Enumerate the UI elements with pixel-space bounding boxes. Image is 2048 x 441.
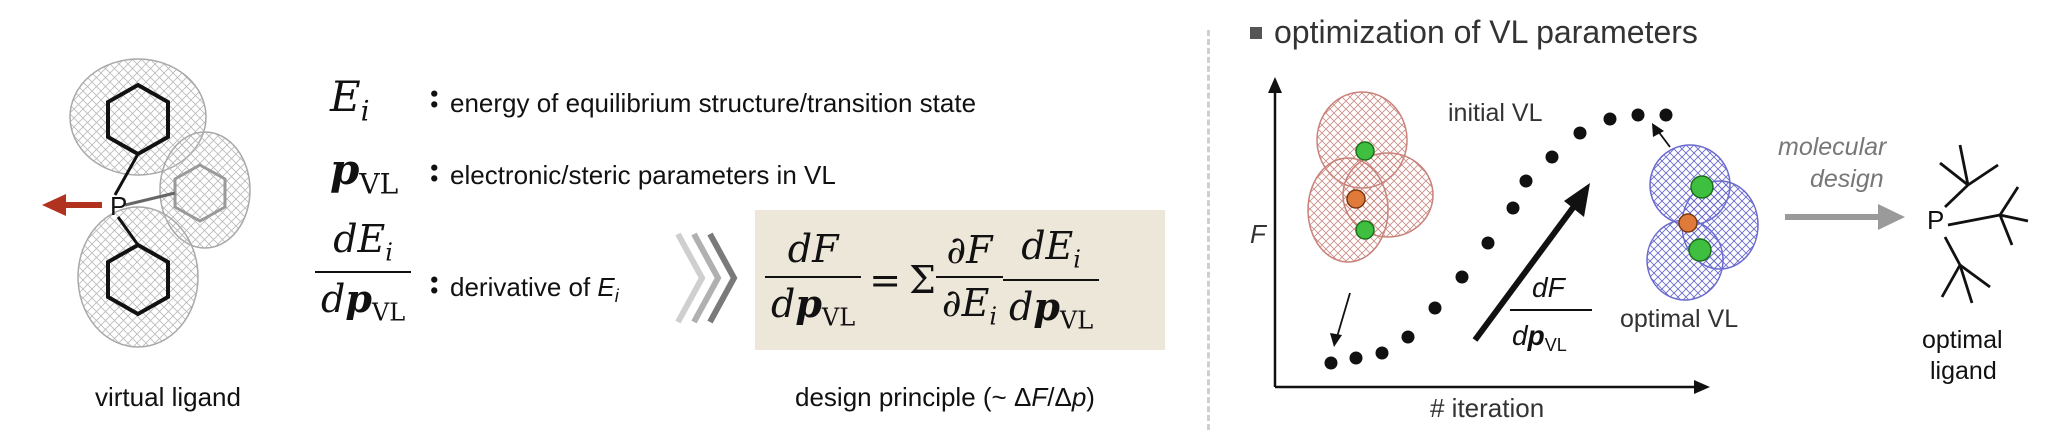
iteration-dot [1428,301,1442,315]
molecular-design-label-1: molecular [1778,133,1888,161]
derivative-fraction: dEi dpVL [315,217,412,327]
iteration-dot [1573,126,1587,140]
iteration-dot [1631,108,1645,122]
chevron-arrows-icon [675,232,738,324]
optimal-ligand-caption-2: ligand [1930,357,1997,385]
symbol-p-vl: pVL [330,145,399,201]
mesh-lobe-bottom [77,206,199,348]
symbol-e-i: Ei [330,72,370,128]
panel-divider [1207,30,1210,430]
optimal-vl-label: optimal VL [1620,305,1738,333]
initial-vl-lobe-right [1342,152,1434,238]
end-pointer-arrowhead [1652,123,1664,137]
iteration-dot [1603,112,1617,126]
y-axis-label: F [1250,219,1268,249]
definition-parameters: electronic/steric parameters in VL [450,160,836,190]
initial-green-atom-2 [1355,220,1375,240]
mesh-lobe-top [69,58,207,176]
start-pointer-arrow [1336,292,1351,338]
bullet-square-icon [1250,26,1262,39]
phenyl-ring-right [173,163,227,223]
optimization-title: optimization of VL parameters [1250,14,1698,51]
svg-text:dpVL: dpVL [1512,320,1567,355]
gradient-arrow-shaft [1472,203,1578,342]
phenyl-ring-bottom [106,242,170,317]
optimization-plot: F # iteration initial VL dF dpVL [1250,77,2029,423]
initial-vl-label: initial VL [1448,99,1543,127]
symbol-f: F [812,227,839,272]
iteration-dot [1506,201,1520,215]
iteration-dot [1349,351,1363,365]
design-principle-equation: dF dpVL = Σ ∂F ∂Ei dEi dpVL [765,220,1100,340]
atom-p-right: P [1927,205,1944,235]
colon-2: : [428,150,441,190]
optimal-green-atom-1 [1690,175,1714,199]
iteration-dot [1481,236,1495,250]
optimal-center-atom [1678,213,1698,233]
design-principle-caption: design principle (~ ΔF/Δp) [795,382,1095,412]
gradient-arrow-head [1564,183,1590,217]
iteration-dot [1545,150,1559,164]
end-pointer-arrow [1657,130,1671,148]
y-axis-arrowhead [1268,77,1282,93]
definition-derivative: derivative of Ei [450,272,619,307]
definition-energy: energy of equilibrium structure/transiti… [450,88,977,118]
colon-1: : [428,76,441,116]
gradient-fraction: dF dpVL [1510,272,1592,355]
optimization-dots [1324,108,1673,370]
molecular-design-label-2: design [1810,165,1884,193]
bond-bottom [116,216,140,246]
mesh-lobe-right [159,131,251,249]
iteration-dot [1455,270,1469,284]
red-arrow-head [42,194,66,216]
x-axis-label: # iteration [1430,393,1544,423]
bond-top [113,153,140,196]
start-pointer-arrowhead [1330,333,1342,347]
bond-right [124,191,176,207]
optimal-ligand-structure [1939,144,2029,304]
iteration-dot [1519,174,1533,188]
optimal-ligand-caption-1: optimal [1922,326,2003,354]
iteration-dot [1659,108,1673,122]
virtual-ligand-illustration: P [42,58,251,348]
colon-3: : [428,262,441,302]
iteration-dot [1375,346,1389,360]
optimal-green-atom-2 [1688,238,1712,262]
x-axis-arrowhead [1694,380,1710,394]
virtual-ligand-caption: virtual ligand [95,382,241,412]
svg-text:dF: dF [1532,272,1567,303]
iteration-dot [1324,356,1338,370]
initial-green-atom-1 [1355,141,1375,161]
molecular-design-arrowhead [1878,204,1905,230]
iteration-dot [1401,330,1415,344]
atom-p-left: P [110,191,127,221]
initial-center-atom [1346,189,1366,209]
